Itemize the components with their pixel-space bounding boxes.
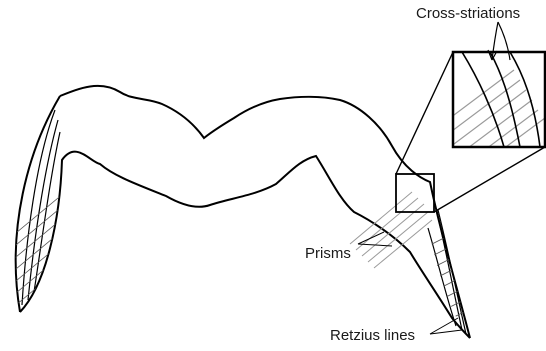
retzius-line-right (437, 209, 467, 335)
label-prisms: Prisms (305, 245, 351, 262)
hatching-right (427, 219, 470, 335)
cross-striations-pointer (497, 21, 511, 61)
retzius-pointer (429, 317, 459, 335)
label-retzius-lines: Retzius lines (330, 327, 415, 344)
label-cross-striations: Cross-striations (416, 5, 520, 22)
prisms-hatching (349, 191, 433, 269)
retzius-line-left (27, 119, 59, 301)
dentine-enamel-junction (19, 150, 471, 339)
prisms-pointer (357, 231, 385, 245)
prisms-pointer (357, 243, 393, 247)
retzius-line-right (427, 227, 457, 327)
retzius-line-left (21, 109, 56, 306)
cross-striations-pointer (487, 21, 499, 61)
retzius-line-left (33, 131, 61, 293)
retzius-pointer (429, 329, 463, 335)
inset-magnified-view (451, 50, 546, 149)
inset-connector-bottom (433, 146, 546, 213)
magnified-region-box (395, 173, 435, 213)
enamel-outer-outline (59, 84, 471, 339)
left-cusp-outline (14, 95, 61, 313)
inset-connector-top (395, 51, 454, 175)
